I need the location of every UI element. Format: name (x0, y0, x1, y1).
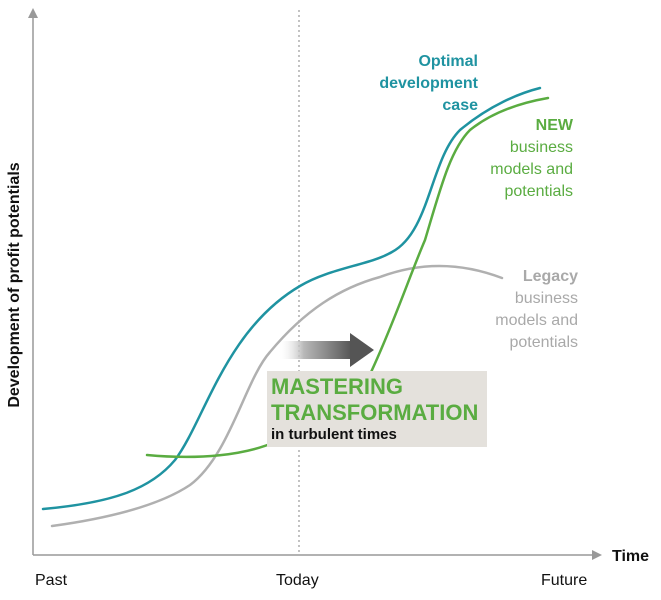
new-label-bold: NEW (535, 117, 573, 134)
x-axis-label: Time (612, 548, 650, 565)
x-tick-future: Future (541, 572, 588, 589)
new-curve-label: NEW business models and potentials (490, 115, 573, 203)
legacy-label-line2: models and (495, 312, 578, 329)
y-axis-label: Development of profit potentials (6, 162, 23, 408)
optimal-label-line2: development (379, 75, 478, 92)
x-tick-today: Today (276, 572, 319, 589)
x-axis-arrowhead (592, 550, 602, 560)
transformation-callout: MASTERING TRANSFORMATION in turbulent ti… (267, 371, 487, 447)
legacy-label-bold: Legacy (522, 268, 578, 285)
callout-title-line1: MASTERING (271, 374, 403, 399)
optimal-label-line1: Optimal (418, 53, 478, 70)
y-axis-arrowhead (28, 8, 38, 18)
legacy-label-line3: potentials (509, 334, 579, 351)
legacy-label-line1: business (514, 290, 578, 307)
optimal-curve-label: Optimal development case (379, 51, 478, 117)
new-label-line1: business (509, 139, 573, 156)
new-label-line3: potentials (504, 183, 574, 200)
new-curve (145, 96, 550, 459)
callout-title-line2: TRANSFORMATION (271, 400, 479, 425)
legacy-curve-label: Legacy business models and potentials (495, 266, 578, 354)
callout-subtitle: in turbulent times (271, 426, 397, 443)
optimal-curve (41, 86, 542, 511)
transformation-arrow-shaft (278, 341, 352, 359)
x-tick-past: Past (35, 572, 68, 589)
optimal-label-line3: case (442, 97, 478, 114)
new-label-line2: models and (490, 161, 573, 178)
transformation-arrow-head (350, 333, 374, 367)
